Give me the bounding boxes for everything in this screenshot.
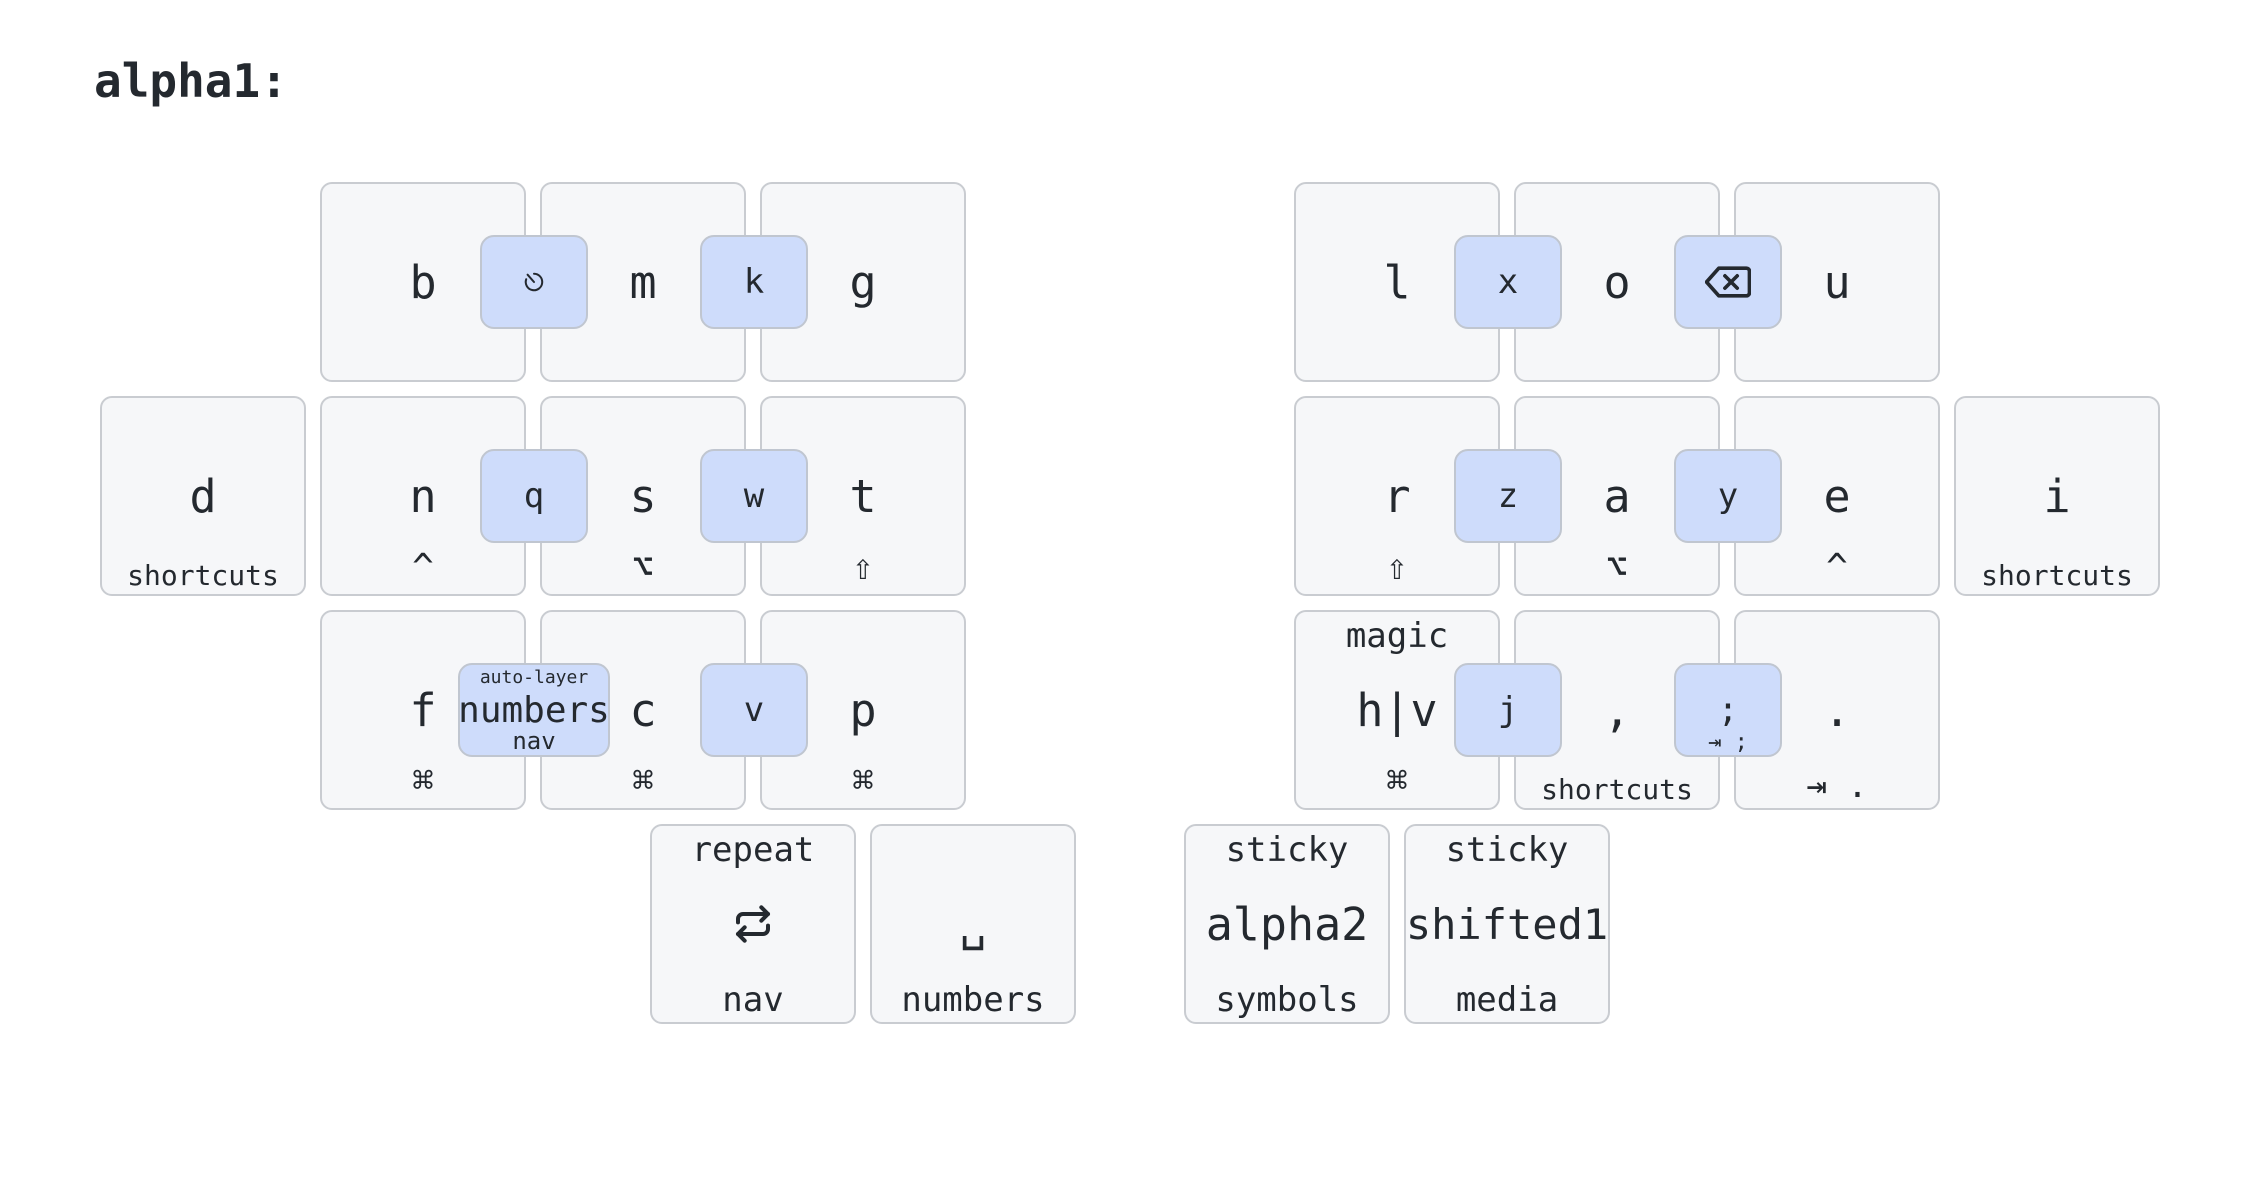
- key-tap-label: a: [1603, 469, 1631, 523]
- key-tap-label: u: [1823, 255, 1851, 309]
- key-tap-label: n: [409, 469, 437, 523]
- key-tap-label: b: [409, 255, 437, 309]
- key-hold-label: shortcuts: [127, 559, 279, 592]
- key-hold-label: ⇥ .: [1806, 766, 1868, 806]
- combo-n-s[interactable]: q: [480, 449, 588, 543]
- key-alpha2[interactable]: sticky alpha2 symbols: [1184, 824, 1390, 1024]
- key-shifted-label: repeat: [691, 830, 815, 870]
- key-tap-label: d: [189, 469, 217, 523]
- key-tap-label: alpha2: [1205, 897, 1369, 951]
- key-hold-label: ^: [1826, 547, 1848, 588]
- key-tap-label: .: [1823, 683, 1851, 737]
- backspace-icon: [1705, 264, 1751, 300]
- key-repeat[interactable]: repeat nav: [650, 824, 856, 1024]
- key-hold-label: media: [1455, 980, 1559, 1020]
- key-d[interactable]: d shortcuts: [100, 396, 306, 596]
- key-shifted-label: sticky: [1445, 830, 1569, 870]
- key-tap-label: h|v: [1356, 683, 1438, 737]
- key-h-v-magic[interactable]: magic h|v ⌘: [1294, 610, 1500, 810]
- combo-s-t[interactable]: w: [700, 449, 808, 543]
- combo-tap-label: k: [743, 262, 765, 302]
- combo-tap-label: numbers: [458, 689, 610, 731]
- key-hold-label: ⌘: [1386, 761, 1408, 802]
- key-hold-label: nav: [722, 980, 784, 1020]
- combo-shifted-label: auto-layer: [479, 667, 589, 688]
- key-space[interactable]: ␣ numbers: [870, 824, 1076, 1024]
- combo-tap-label: ;: [1717, 690, 1739, 730]
- combo-hold-label: ⇥ ;: [1708, 730, 1748, 755]
- key-tap-label: o: [1603, 255, 1631, 309]
- key-e[interactable]: e ^: [1734, 396, 1940, 596]
- combo-m-g[interactable]: k: [700, 235, 808, 329]
- combo-comma-period[interactable]: ; ⇥ ;: [1674, 663, 1782, 757]
- combo-tap-label: q: [523, 476, 545, 516]
- combo-r-a[interactable]: z: [1454, 449, 1562, 543]
- combo-a-e[interactable]: y: [1674, 449, 1782, 543]
- key-i[interactable]: i shortcuts: [1954, 396, 2160, 596]
- key-tap-label: e: [1823, 469, 1851, 523]
- key-tap-label: ,: [1603, 683, 1631, 737]
- combo-tap-label: v: [743, 690, 765, 730]
- combo-tap-label: [482, 237, 586, 327]
- combo-tap-label: w: [743, 476, 765, 516]
- combo-tap-label: [1676, 237, 1780, 327]
- key-shifted1[interactable]: sticky shifted1 media: [1404, 824, 1610, 1024]
- combo-l-o[interactable]: x: [1454, 235, 1562, 329]
- key-tap-label: ␣: [959, 897, 987, 951]
- key-hold-label: shortcuts: [1981, 559, 2133, 592]
- timer-icon: [523, 271, 545, 293]
- combo-tap-label: j: [1497, 690, 1519, 730]
- combo-hold-label: nav: [512, 727, 556, 755]
- key-hold-label: ⌘: [632, 761, 654, 802]
- key-tap-label: m: [629, 255, 657, 309]
- key-tap-label: i: [2043, 469, 2071, 523]
- key-tap-label: shifted1: [1405, 899, 1609, 949]
- combo-tap-label: x: [1497, 262, 1519, 302]
- key-hold-label: symbols: [1215, 980, 1359, 1020]
- key-hold-label: ⌥: [1606, 547, 1628, 588]
- key-shifted-label: magic: [1345, 616, 1449, 656]
- key-tap-label: g: [849, 255, 877, 309]
- key-hold-label: ⌘: [412, 761, 434, 802]
- key-hold-label: ⌥: [632, 547, 654, 588]
- combo-tap-label: z: [1497, 476, 1519, 516]
- combo-tap-label: y: [1717, 476, 1739, 516]
- key-tap-label: l: [1383, 255, 1411, 309]
- repeat-icon: [733, 904, 773, 944]
- key-hold-label: ⌘: [852, 761, 874, 802]
- key-hold-label: numbers: [901, 980, 1045, 1020]
- combo-c-p[interactable]: v: [700, 663, 808, 757]
- key-tap-label: [652, 826, 854, 1022]
- combo-o-u[interactable]: [1674, 235, 1782, 329]
- key-tap-label: s: [629, 469, 657, 523]
- combo-b-m[interactable]: [480, 235, 588, 329]
- key-tap-label: p: [849, 683, 877, 737]
- key-hold-label: ⇧: [852, 547, 874, 588]
- key-tap-label: r: [1383, 469, 1411, 523]
- key-tap-label: f: [409, 683, 437, 737]
- key-shifted-label: sticky: [1225, 830, 1349, 870]
- combo-f-c[interactable]: auto-layer numbers nav: [458, 663, 610, 757]
- key-hold-label: ^: [412, 547, 434, 588]
- combo-h-comma[interactable]: j: [1454, 663, 1562, 757]
- key-hold-label: shortcuts: [1541, 773, 1693, 806]
- key-hold-label: ⇧: [1386, 547, 1408, 588]
- key-tap-label: c: [629, 683, 657, 737]
- layer-title: alpha1:: [94, 54, 288, 108]
- key-tap-label: t: [849, 469, 877, 523]
